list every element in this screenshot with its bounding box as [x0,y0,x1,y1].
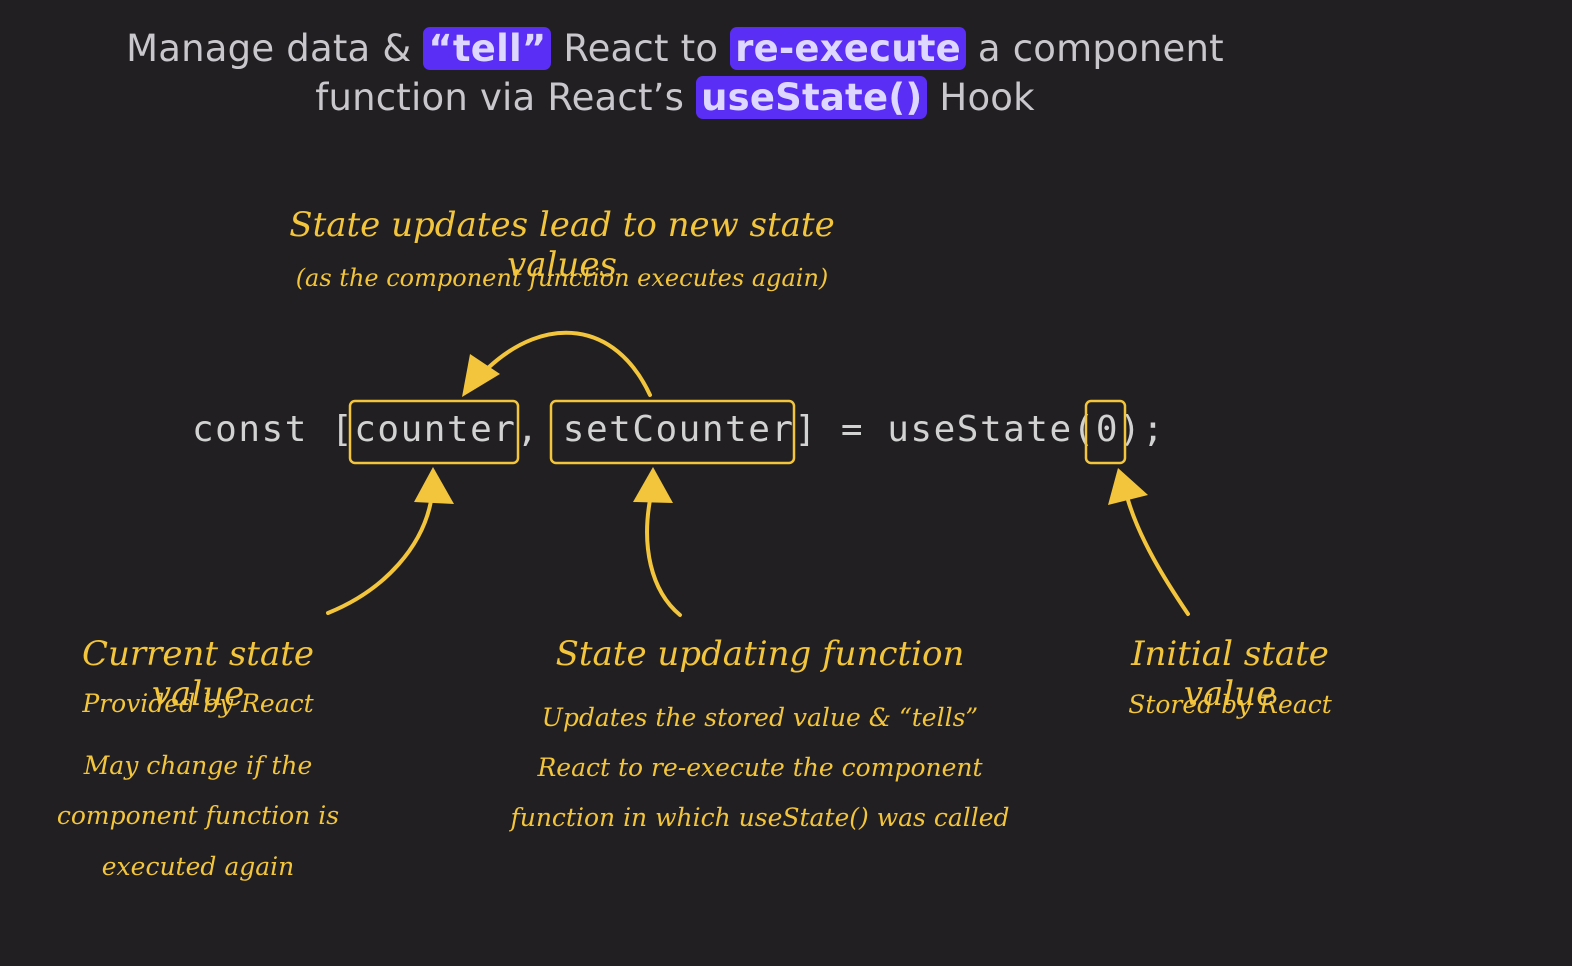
highlight-re-execute: re-execute [730,27,966,70]
updater-line-1: Updates the stored value & “tells” [541,703,979,732]
highlight-tell: “tell” [423,27,552,70]
updater-arrow [645,498,682,617]
title-text: function via React’s [315,76,697,119]
title-line-2: function via React’s useState() Hook [0,73,1350,122]
title-text: Manage data & [126,27,424,70]
code-use-state: ] = useState( [794,409,1096,450]
top-note-sub: (as the component function executes agai… [295,264,829,292]
initial-value-arrowhead [1108,468,1148,505]
update-loop-arrow [486,330,652,397]
updater-line-3: function in which useState() was called [510,803,1010,832]
current-state-line-4: executed again [101,852,295,881]
set-counter-highlight-box [549,399,796,465]
code-set-counter: setCounter [562,409,795,450]
initial-value-highlight-box [1084,399,1127,465]
initial-state-line-1: Stored by React [1128,690,1332,719]
current-state-heading: Current state value [81,634,315,714]
code-line: const [counter, setCounter] = useState(0… [192,409,1165,450]
current-state-arrowhead [414,467,454,504]
current-state-line-2: May change if the [83,751,313,780]
code-counter: counter [354,409,517,450]
title-text: Hook [927,76,1035,119]
updater-arrowhead [633,467,673,503]
initial-value-arrow [1126,498,1190,616]
current-state-line-1: Provided by React [82,689,314,718]
code-separator: , [516,409,563,450]
initial-state-heading: Initial state value [1131,634,1329,714]
highlight-usestate: useState() [696,76,928,119]
code-initial-value: 0 [1095,409,1119,450]
top-note-heading: State updates lead to new state values [289,205,835,285]
updater-line-2: React to re-execute the component [537,753,983,782]
title-text: React to [551,27,731,70]
updater-heading: State updating function [555,634,965,674]
counter-highlight-box [348,399,520,465]
title-text: a component [965,27,1224,70]
code-const: const [ [192,409,355,450]
current-state-arrow [326,493,434,615]
code-end: ); [1119,409,1166,450]
slide-title: Manage data & “tell” React to re-execute… [0,24,1350,122]
update-loop-arrowhead [462,354,500,397]
current-state-line-3: component function is [56,801,340,830]
